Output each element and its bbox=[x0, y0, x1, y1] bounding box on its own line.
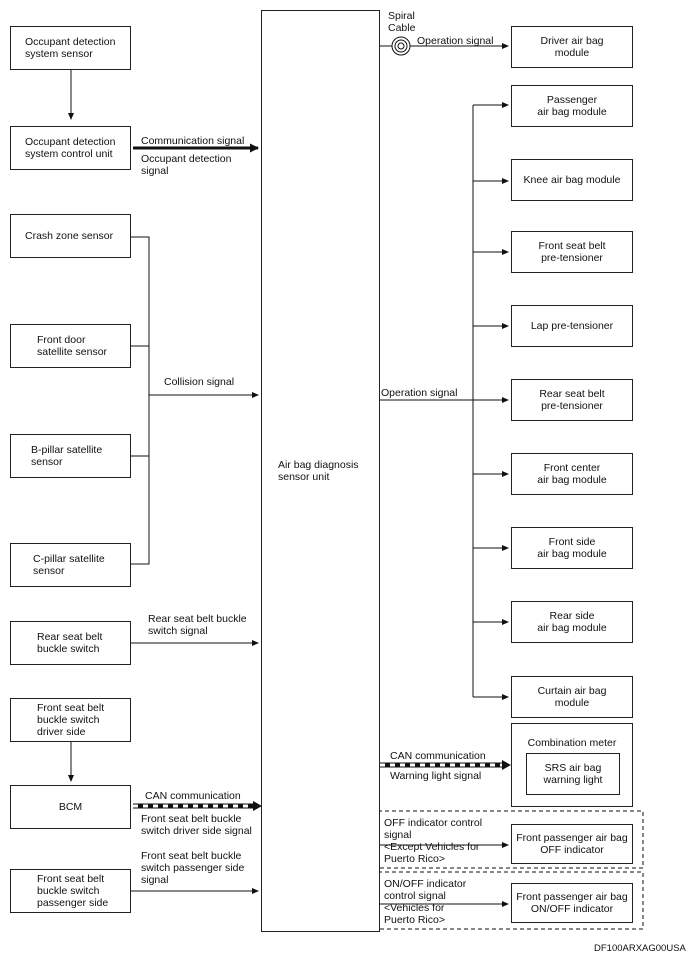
front-pretensioner-label: Front seat belt pre-tensioner bbox=[538, 240, 606, 264]
srs-warning-light-box: SRS air bag warning light bbox=[526, 753, 620, 795]
b-pillar-sensor-box: B-pillar satellite sensor bbox=[10, 434, 131, 478]
on-off-indicator-box: Front passenger air bag ON/OFF indicator bbox=[511, 883, 633, 923]
front-door-sensor-label: Front door satellite sensor bbox=[37, 334, 108, 358]
airbag-diagnosis-sensor-unit: Air bag diagnosis sensor unit bbox=[261, 10, 380, 932]
driver-airbag-label: Driver air bag module bbox=[540, 35, 604, 59]
ods-sensor-label: Occupant detection system sensor bbox=[25, 36, 116, 60]
front-door-sensor-box: Front door satellite sensor bbox=[10, 324, 131, 368]
rear-side-airbag-box: Rear side air bag module bbox=[511, 601, 633, 643]
rear-pretensioner-box: Rear seat belt pre-tensioner bbox=[511, 379, 633, 421]
figure-code: DF100ARXAG00USA bbox=[594, 943, 686, 954]
knee-airbag-label: Knee air bag module bbox=[523, 174, 621, 186]
off-indicator-signal-label: OFF indicator control signal <Except Veh… bbox=[384, 817, 483, 865]
curtain-airbag-box: Curtain air bag module bbox=[511, 676, 633, 718]
front-buckle-passenger-label: Front seat belt buckle switch passenger … bbox=[37, 873, 109, 909]
ods-sensor-box: Occupant detection system sensor bbox=[10, 26, 131, 70]
ods-control-unit-box: Occupant detection system control unit bbox=[10, 126, 131, 170]
curtain-airbag-label: Curtain air bag module bbox=[537, 685, 607, 709]
front-side-airbag-box: Front side air bag module bbox=[511, 527, 633, 569]
rear-buckle-switch-label: Rear seat belt buckle switch bbox=[37, 631, 103, 655]
front-buckle-driver-signal-label: Front seat belt buckle switch driver sid… bbox=[141, 813, 252, 837]
driver-airbag-box: Driver air bag module bbox=[511, 26, 633, 68]
on-off-indicator-group bbox=[370, 871, 644, 930]
lap-pretensioner-label: Lap pre-tensioner bbox=[530, 320, 614, 332]
front-buckle-driver-label: Front seat belt buckle switch driver sid… bbox=[37, 702, 105, 738]
off-indicator-box: Front passenger air bag OFF indicator bbox=[511, 824, 633, 864]
front-center-airbag-label: Front center air bag module bbox=[537, 462, 607, 486]
can-communication-meter-label: CAN communication bbox=[390, 750, 486, 762]
warning-light-signal-label: Warning light signal bbox=[390, 770, 482, 782]
collision-signal-label: Collision signal bbox=[164, 376, 235, 388]
passenger-airbag-label: Passenger air bag module bbox=[537, 94, 607, 118]
communication-signal-label: Communication signal bbox=[141, 135, 245, 147]
rear-pretensioner-label: Rear seat belt pre-tensioner bbox=[539, 388, 605, 412]
lap-pretensioner-box: Lap pre-tensioner bbox=[511, 305, 633, 347]
spiral-cable-icon bbox=[391, 36, 411, 56]
ods-control-unit-label: Occupant detection system control unit bbox=[25, 136, 116, 160]
front-buckle-passenger-box: Front seat belt buckle switch passenger … bbox=[10, 869, 131, 913]
srs-warning-light-label: SRS air bag warning light bbox=[543, 762, 603, 786]
passenger-airbag-box: Passenger air bag module bbox=[511, 85, 633, 127]
can-communication-bcm-label: CAN communication bbox=[145, 790, 241, 802]
knee-airbag-box: Knee air bag module bbox=[511, 159, 633, 201]
collision-bracket bbox=[131, 236, 150, 565]
operation-signal-mid-label: Operation signal bbox=[381, 387, 458, 399]
rear-buckle-switch-box: Rear seat belt buckle switch bbox=[10, 621, 131, 665]
b-pillar-sensor-label: B-pillar satellite sensor bbox=[31, 444, 103, 468]
can-line-bcm bbox=[133, 801, 262, 811]
off-indicator-label: Front passenger air bag OFF indicator bbox=[516, 832, 628, 856]
front-side-airbag-label: Front side air bag module bbox=[537, 536, 607, 560]
front-center-airbag-box: Front center air bag module bbox=[511, 453, 633, 495]
bcm-box: BCM bbox=[10, 785, 131, 829]
front-buckle-driver-box: Front seat belt buckle switch driver sid… bbox=[10, 698, 131, 742]
combination-meter-label: Combination meter bbox=[527, 737, 617, 749]
bcm-label: BCM bbox=[58, 801, 83, 813]
on-off-indicator-label: Front passenger air bag ON/OFF indicator bbox=[516, 891, 628, 915]
rear-side-airbag-label: Rear side air bag module bbox=[537, 610, 607, 634]
crash-zone-sensor-label: Crash zone sensor bbox=[25, 230, 114, 242]
operation-signal-top-label: Operation signal bbox=[417, 35, 494, 47]
front-pretensioner-box: Front seat belt pre-tensioner bbox=[511, 231, 633, 273]
on-off-indicator-signal-label: ON/OFF indicator control signal <Vehicle… bbox=[384, 878, 467, 926]
c-pillar-sensor-label: C-pillar satellite sensor bbox=[33, 553, 105, 577]
occupant-detection-signal-label: Occupant detection signal bbox=[141, 153, 232, 177]
central-unit-label: Air bag diagnosis sensor unit bbox=[278, 459, 359, 483]
can-line-meter bbox=[380, 760, 511, 770]
c-pillar-sensor-box: C-pillar satellite sensor bbox=[10, 543, 131, 587]
front-buckle-passenger-signal-label: Front seat belt buckle switch passenger … bbox=[141, 850, 245, 886]
crash-zone-sensor-box: Crash zone sensor bbox=[10, 214, 131, 258]
rear-buckle-signal-label: Rear seat belt buckle switch signal bbox=[148, 613, 247, 637]
off-indicator-group bbox=[370, 810, 644, 869]
spiral-cable-label: Spiral Cable bbox=[388, 10, 416, 34]
